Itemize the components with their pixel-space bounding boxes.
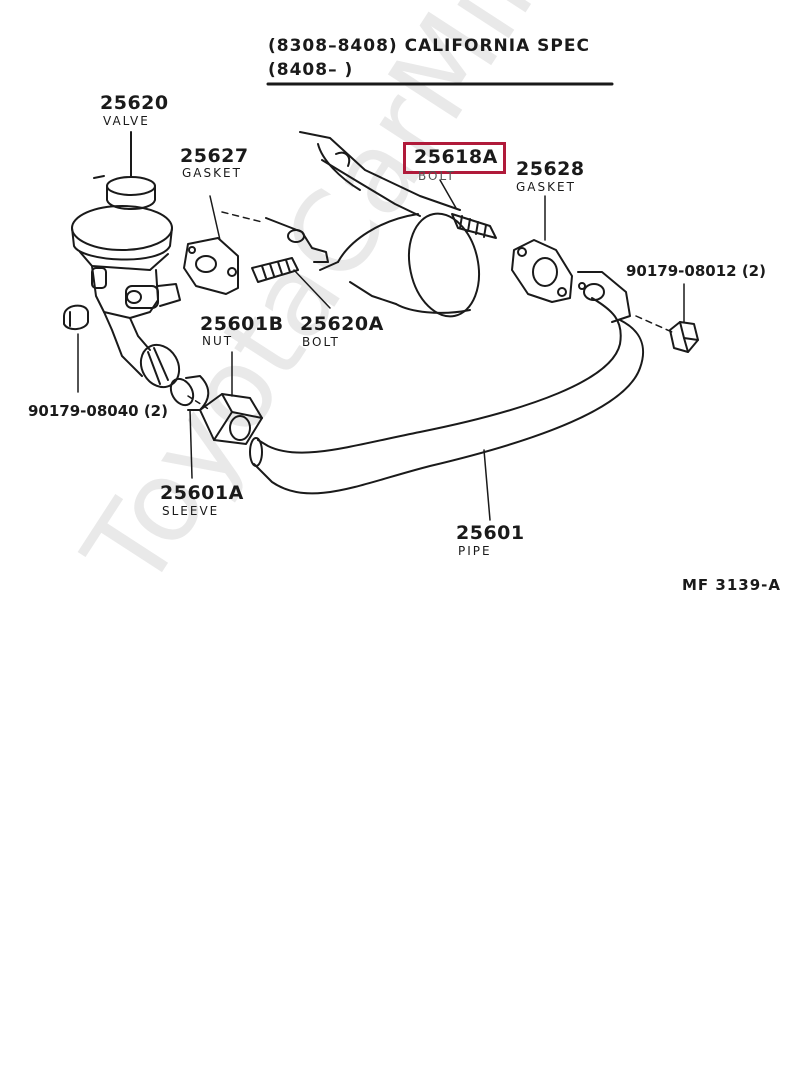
part-name-gasket-left: GASKET [182,166,242,180]
gasket-right-drawing [511,195,573,303]
part-name-pipe: PIPE [458,544,492,558]
part-number-bolt-top[interactable]: 25618A [414,146,498,168]
part-number-gasket-right[interactable]: 25628 [516,158,585,180]
nut-left-drawing [63,304,89,393]
valve-drawing [71,131,181,389]
nut-drawing [199,351,263,445]
part-number-nut-right[interactable]: 90179-08012 (2) [626,262,766,280]
part-name-bolt-mid: BOLT [302,335,340,349]
part-name-valve: VALVE [103,114,150,128]
bolt-top-drawing [439,179,497,239]
part-number-sleeve[interactable]: 25601A [160,482,244,504]
sleeve-drawing [169,375,210,479]
pipe-drawing [249,271,673,521]
bolt-mid-drawing [221,211,331,309]
part-number-valve[interactable]: 25620 [100,92,169,114]
header-line-2: (8408– ) [268,60,354,80]
gasket-left-drawing [183,195,239,295]
part-number-nut[interactable]: 25601B [200,313,284,335]
part-name-gasket-right: GASKET [516,180,576,194]
manifold-drawing [299,131,480,318]
header-line-1: (8308–8408) CALIFORNIA SPEC [268,36,590,56]
part-number-nut-left[interactable]: 90179-08040 (2) [28,402,168,420]
part-number-gasket-left[interactable]: 25627 [180,145,249,167]
part-name-bolt-top: BOLT [418,169,456,183]
part-number-bolt-mid[interactable]: 25620A [300,313,384,335]
figure-code: MF 3139-A [682,576,781,594]
part-number-pipe[interactable]: 25601 [456,522,525,544]
part-name-sleeve: SLEEVE [162,504,220,518]
part-highlight-box [403,142,506,174]
nut-right-drawing [669,283,699,353]
part-name-nut: NUT [202,334,234,348]
